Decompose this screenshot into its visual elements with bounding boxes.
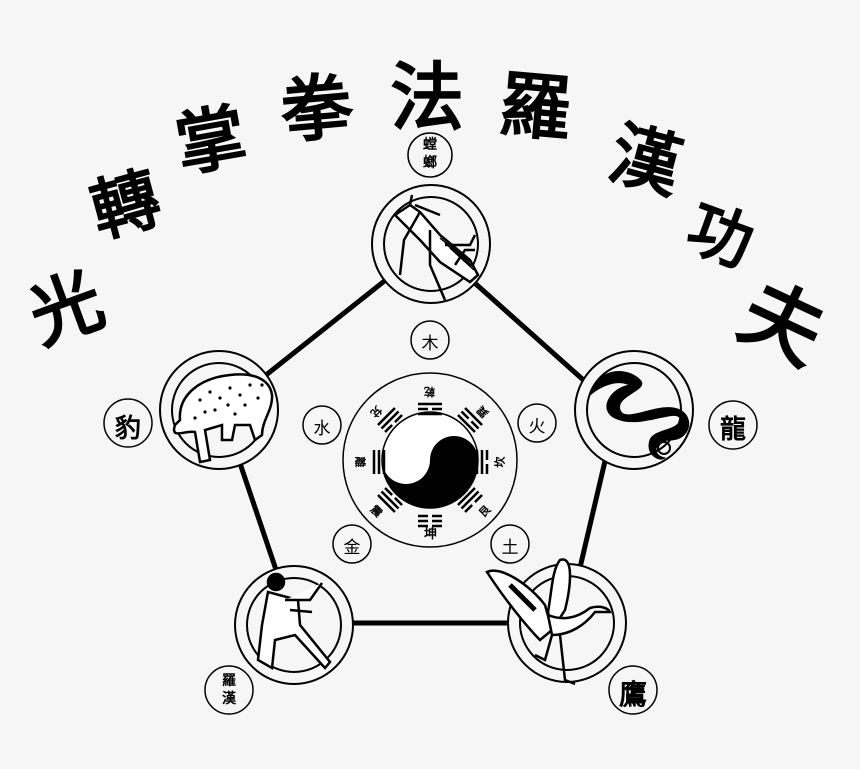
bagua-disc bbox=[342, 372, 518, 548]
element-fire: 火 bbox=[528, 417, 546, 437]
medallion-leopard bbox=[159, 350, 279, 470]
label-dragon: 龍 bbox=[719, 415, 746, 445]
title-char-6: 羅 bbox=[495, 61, 576, 152]
trigram-marks bbox=[372, 402, 489, 528]
mantis-icon bbox=[393, 194, 480, 301]
trigram-name-bottom: 坤 bbox=[424, 527, 438, 542]
trigram-name-right: 坎 bbox=[493, 456, 507, 468]
label-crane: 鷹 bbox=[618, 678, 647, 711]
medallion-crane bbox=[485, 558, 627, 686]
element-water: 水 bbox=[313, 419, 331, 439]
crane-icon bbox=[485, 558, 613, 686]
label-mantis: 螳 螂 bbox=[423, 137, 437, 171]
label-lohan: 羅 漢 bbox=[222, 673, 236, 707]
trigram-name-left: 離 bbox=[353, 456, 367, 468]
title-char-4: 拳 bbox=[276, 63, 357, 154]
label-rings bbox=[103, 132, 758, 715]
lohan-fighter-icon bbox=[256, 572, 332, 671]
medallion-lohan bbox=[234, 565, 354, 685]
dragon-icon bbox=[589, 371, 690, 460]
title-char-5: 法 bbox=[390, 55, 464, 141]
element-wood: 木 bbox=[421, 334, 439, 354]
leopard-icon bbox=[172, 373, 274, 464]
label-leopard: 豹 bbox=[114, 414, 141, 444]
element-metal: 金 bbox=[343, 538, 361, 558]
trigram-name-top: 乾 bbox=[424, 385, 435, 398]
medallion-mantis bbox=[371, 184, 491, 304]
element-earth: 土 bbox=[501, 538, 519, 558]
yin-yang-icon bbox=[381, 411, 479, 509]
medallion-dragon bbox=[574, 350, 694, 470]
